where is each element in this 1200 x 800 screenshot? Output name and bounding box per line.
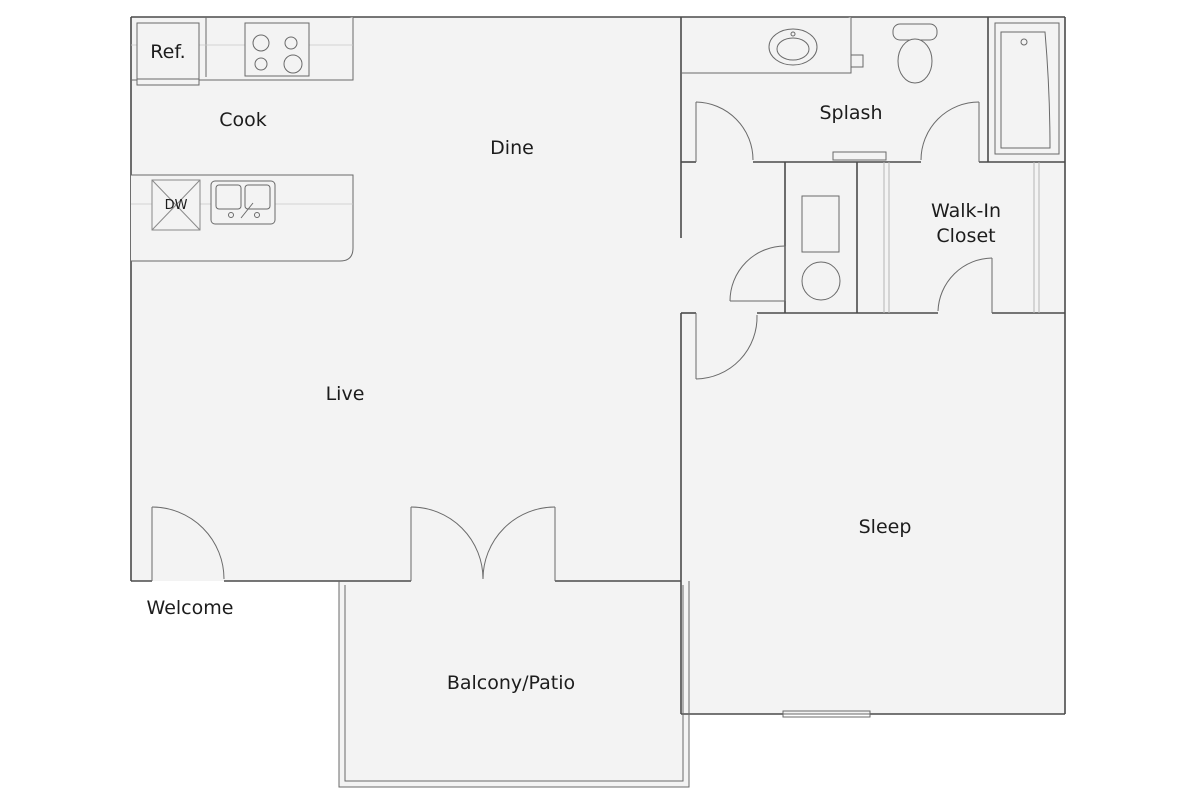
balcony-floor <box>339 581 689 787</box>
room-label-sleep: Sleep <box>858 516 912 538</box>
refrigerator <box>136 22 200 86</box>
bath-vanity <box>681 17 864 74</box>
kitchen-sink <box>210 180 276 225</box>
doors <box>151 101 993 581</box>
room-label-live: Live <box>325 383 365 405</box>
washer-dryer <box>801 195 841 301</box>
room-label-welcome: Welcome <box>146 597 234 619</box>
fixture-label-refrigerator: Ref. <box>150 41 186 63</box>
living-area-floor <box>131 17 681 581</box>
balcony-railing <box>338 581 690 788</box>
bath-threshold <box>832 151 887 161</box>
room-label-dine: Dine <box>490 137 534 159</box>
range-cooktop <box>244 22 310 77</box>
room-label-walk-in-closet: Walk-In Closet <box>931 200 1001 247</box>
room-label-balcony-patio: Balcony/Patio <box>446 672 576 694</box>
closet-shelving <box>883 162 1040 313</box>
window-sleep <box>782 710 871 718</box>
room-label-splash: Splash <box>819 102 883 124</box>
bathtub <box>994 22 1060 155</box>
fixture-label-dishwasher: DW <box>164 198 188 213</box>
toilet <box>892 23 938 84</box>
room-label-cook: Cook <box>219 109 267 131</box>
dishwasher <box>151 179 201 231</box>
exterior-walls <box>130 16 1066 715</box>
